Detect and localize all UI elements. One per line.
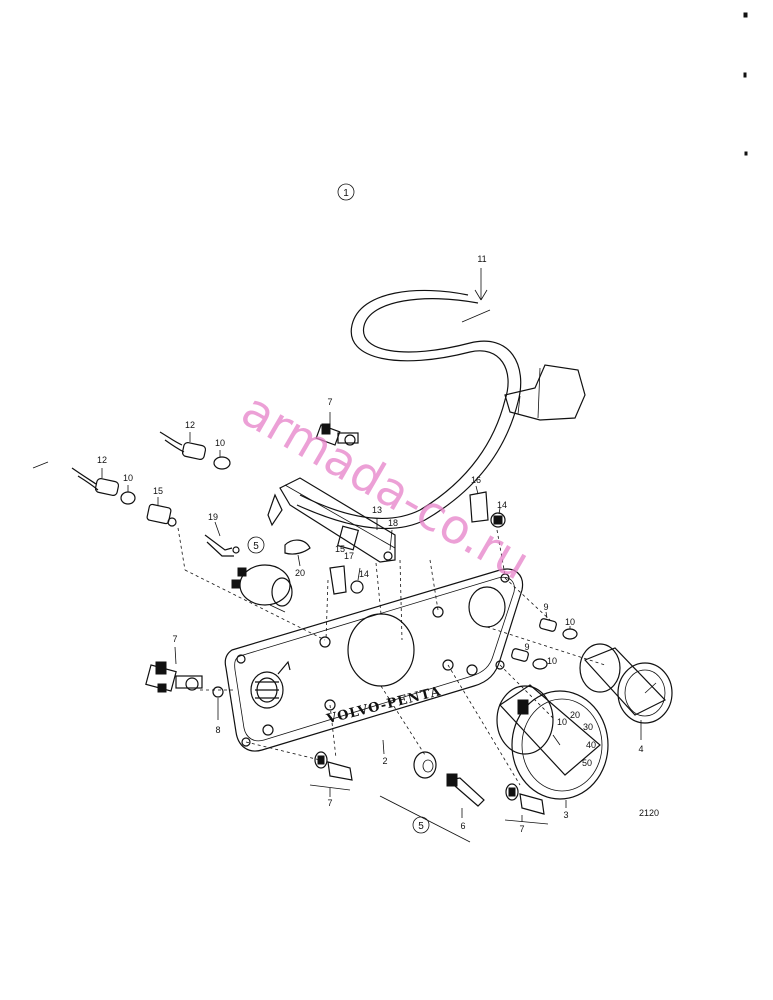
tach-scale-30: 30 bbox=[583, 722, 593, 732]
callout-15-a: 15 bbox=[153, 486, 163, 496]
callout-17: 17 bbox=[344, 551, 354, 561]
tach-scale-50: 50 bbox=[582, 758, 592, 768]
callout-5-circle: 5 bbox=[253, 541, 259, 552]
callout-20: 20 bbox=[295, 568, 305, 578]
callout-15-b: 15 bbox=[335, 544, 345, 554]
callout-2: 2 bbox=[382, 756, 387, 766]
callout-7-left: 7 bbox=[172, 634, 177, 644]
tach-scale-20: 20 bbox=[570, 710, 580, 720]
callout-7-top: 7 bbox=[327, 397, 332, 407]
scan-marks bbox=[32, 12, 748, 469]
bracket-hardware: 13 18 15 17 14 bbox=[329, 505, 398, 595]
cable-harness: 11 bbox=[296, 254, 586, 529]
callout-16: 16 bbox=[471, 475, 481, 485]
ignition-key: 6 5 bbox=[379, 751, 485, 843]
tach-scale-10: 10 bbox=[557, 717, 567, 727]
callout-11: 11 bbox=[477, 254, 486, 264]
watermark: armada-co.ru bbox=[232, 382, 539, 592]
lamp-right-lower: 9 10 bbox=[511, 642, 557, 670]
harness-bracket bbox=[267, 477, 396, 563]
lamp-right-upper: 9 10 bbox=[539, 602, 578, 640]
callout-12-b: 12 bbox=[97, 455, 107, 465]
brand-plate-text: VOLVO-PENTA bbox=[324, 684, 443, 727]
callout-10-a: 10 bbox=[215, 438, 225, 448]
group-marker-label: 1 bbox=[343, 188, 349, 199]
switch-top: 7 bbox=[315, 397, 359, 446]
callout-5-bottom: 5 bbox=[418, 821, 424, 832]
tach-scale-40: 40 bbox=[586, 740, 596, 750]
callout-3: 3 bbox=[563, 810, 568, 820]
callout-13: 13 bbox=[372, 505, 382, 515]
assembly-lines bbox=[177, 527, 606, 786]
callout-9-a: 9 bbox=[543, 602, 548, 612]
callout-7-bottom-a: 7 bbox=[327, 798, 332, 808]
callout-14-a: 14 bbox=[359, 569, 369, 579]
callout-10-d: 10 bbox=[547, 656, 557, 666]
callout-10-b: 10 bbox=[123, 473, 133, 483]
small-gauge: 4 bbox=[579, 643, 673, 754]
callout-10-c: 10 bbox=[565, 617, 575, 627]
callout-14-b: 14 bbox=[497, 500, 507, 510]
drawing-number: 2120 bbox=[639, 808, 659, 818]
callout-18: 18 bbox=[388, 518, 398, 528]
clip-right: 16 14 bbox=[469, 475, 507, 528]
lamp-socket-lower: 12 10 15 bbox=[71, 455, 177, 527]
lamp-socket-upper: 12 10 bbox=[159, 420, 231, 470]
switch-left: 7 8 bbox=[145, 634, 224, 735]
tach-dial: 10 20 30 40 50 bbox=[552, 710, 596, 768]
callout-8: 8 bbox=[215, 725, 220, 735]
callout-7-bottom-b: 7 bbox=[519, 824, 524, 834]
callout-4: 4 bbox=[638, 744, 643, 754]
callout-6: 6 bbox=[460, 821, 465, 831]
instrument-panel: VOLVO-PENTA 2 bbox=[224, 568, 524, 766]
ignition-switch: 19 5 20 bbox=[204, 512, 311, 613]
callout-12-a: 12 bbox=[185, 420, 195, 430]
group-marker: 1 bbox=[337, 183, 355, 201]
bottom-screws: 7 7 bbox=[309, 751, 549, 834]
callout-9-b: 9 bbox=[524, 642, 529, 652]
volvo-penta-logo bbox=[250, 660, 291, 709]
tachometer: 10 20 30 40 50 3 bbox=[496, 684, 609, 820]
callout-19: 19 bbox=[208, 512, 218, 522]
